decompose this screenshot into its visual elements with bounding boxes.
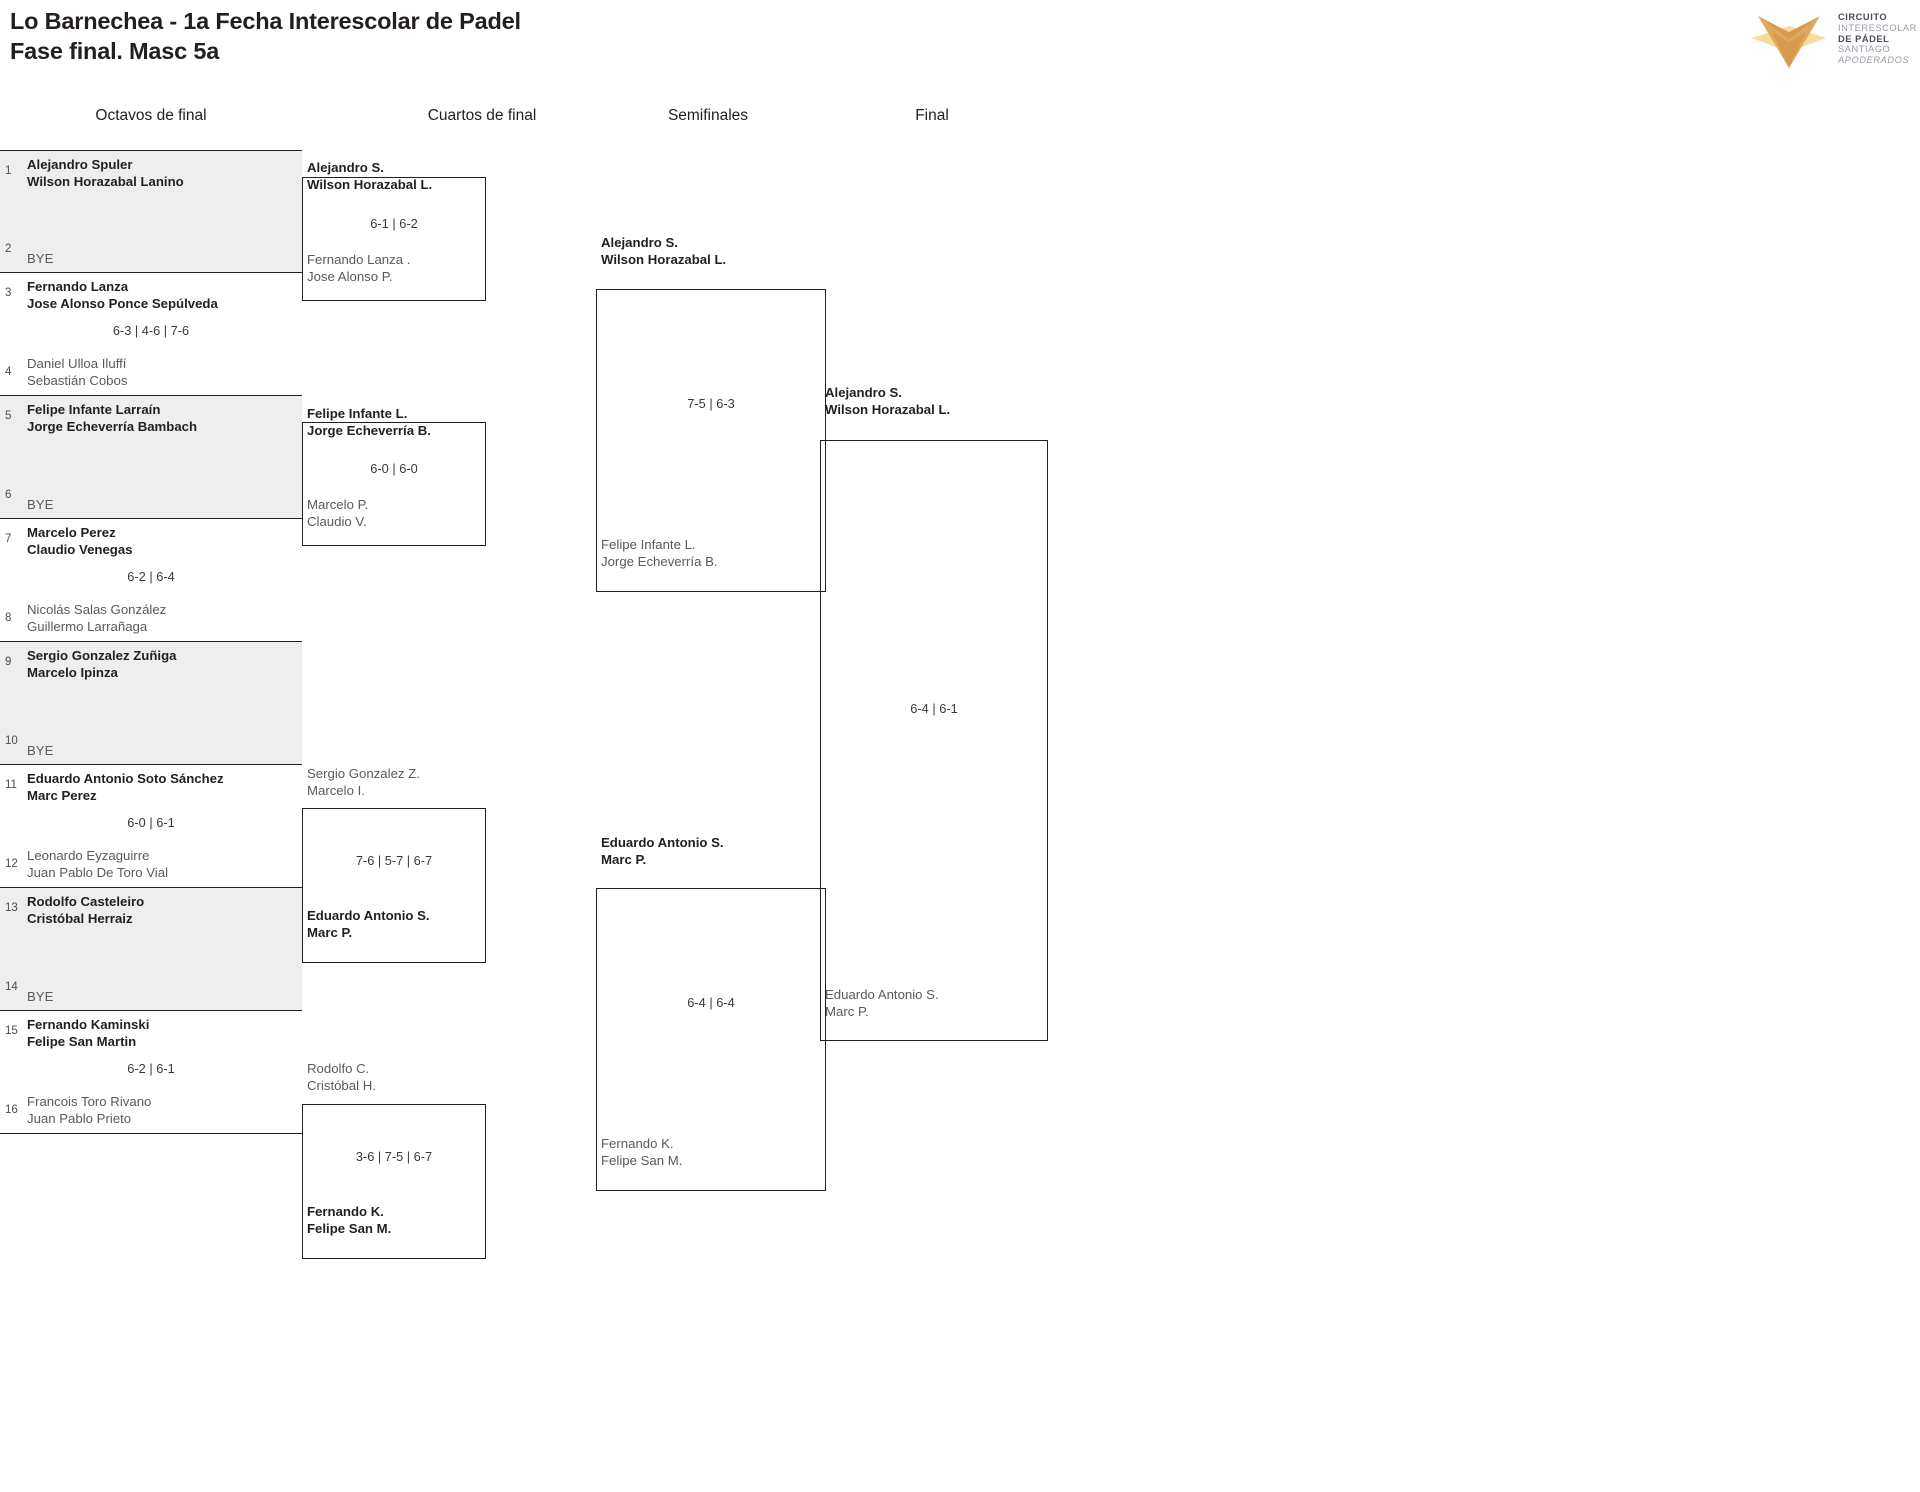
qf4-entry-top: Rodolfo C. Cristóbal H. bbox=[307, 1061, 376, 1093]
qf3-match-box[interactable]: 7-6 | 5-7 | 6-7 bbox=[302, 808, 486, 963]
sf1-score: 7-5 | 6-3 bbox=[687, 396, 735, 411]
circuito-fox-icon bbox=[1750, 6, 1828, 72]
final-entry-bottom: Eduardo Antonio S. Marc P. bbox=[825, 987, 939, 1019]
logo-line-3: DE PÁDEL bbox=[1838, 33, 1890, 44]
r1-match-8[interactable]: 15 Fernando Kaminski Felipe San Martin 6… bbox=[0, 1011, 302, 1134]
qf3-entry-bottom: Eduardo Antonio S. Marc P. bbox=[307, 908, 430, 940]
qf1-entry-top: Alejandro S. Wilson Horazabal L. bbox=[307, 160, 433, 192]
r1-entry-top: Eduardo Antonio Soto Sánchez Marc Perez bbox=[27, 771, 224, 803]
seed-number: 16 bbox=[5, 1104, 18, 1116]
r1-entry-top: Sergio Gonzalez Zuñiga Marcelo Ipinza bbox=[27, 648, 177, 680]
title-line-2: Fase final. Masc 5a bbox=[10, 38, 220, 64]
round-header-octavos: Octavos de final bbox=[95, 107, 207, 124]
r1-entry-top: Marcelo Perez Claudio Venegas bbox=[27, 525, 133, 557]
qf2-match-box[interactable]: 6-0 | 6-0 bbox=[302, 422, 486, 546]
r1-entry-bottom: Nicolás Salas González Guillermo Larraña… bbox=[27, 602, 167, 634]
seed-number: 3 bbox=[5, 287, 12, 299]
qf3-score: 7-6 | 5-7 | 6-7 bbox=[355, 853, 433, 868]
sf2-match-box[interactable]: 6-4 | 6-4 bbox=[596, 888, 826, 1191]
r1-match-1[interactable]: 1 Alejandro Spuler Wilson Horazabal Lani… bbox=[0, 150, 302, 273]
r1-entry-bottom: BYE bbox=[27, 497, 54, 512]
qf2-entry-bottom: Marcelo P. Claudio V. bbox=[307, 497, 369, 529]
r1-entry-bottom: BYE bbox=[27, 989, 54, 1004]
qf4-match-box[interactable]: 3-6 | 7-5 | 6-7 bbox=[302, 1104, 486, 1259]
page-title: Lo Barnechea - 1a Fecha Interescolar de … bbox=[10, 6, 521, 66]
seed-number: 10 bbox=[5, 735, 18, 747]
r1-score: 6-2 | 6-4 bbox=[127, 569, 175, 584]
seed-number: 7 bbox=[5, 533, 12, 545]
seed-number: 2 bbox=[5, 243, 12, 255]
r1-entry-bottom: Leonardo Eyzaguirre Juan Pablo De Toro V… bbox=[27, 848, 169, 880]
seed-number: 15 bbox=[5, 1025, 18, 1037]
qf2-score: 6-0 | 6-0 bbox=[370, 461, 418, 476]
sf2-score: 6-4 | 6-4 bbox=[687, 995, 735, 1010]
r1-match-6[interactable]: 11 Eduardo Antonio Soto Sánchez Marc Per… bbox=[0, 765, 302, 888]
logo-line-2: INTERESCOLAR bbox=[1838, 22, 1917, 33]
seed-number: 12 bbox=[5, 858, 18, 870]
seed-number: 8 bbox=[5, 612, 12, 624]
qf1-score: 6-1 | 6-2 bbox=[370, 216, 418, 231]
sf1-entry-bottom: Felipe Infante L. Jorge Echeverría B. bbox=[601, 537, 718, 569]
r1-score: 6-3 | 4-6 | 7-6 bbox=[112, 323, 190, 338]
r1-match-2[interactable]: 3 Fernando Lanza Jose Alonso Ponce Sepúl… bbox=[0, 273, 302, 396]
logo-line-5: APODERADOS bbox=[1838, 55, 1910, 66]
r1-entry-top: Alejandro Spuler Wilson Horazabal Lanino bbox=[27, 157, 184, 189]
logo-line-4: SANTIAGO bbox=[1838, 44, 1891, 55]
r1-match-7[interactable]: 13 Rodolfo Casteleiro Cristóbal Herraiz … bbox=[0, 888, 302, 1011]
sf1-entry-top: Alejandro S. Wilson Horazabal L. bbox=[601, 235, 727, 267]
seed-number: 4 bbox=[5, 366, 12, 378]
qf3-entry-top: Sergio Gonzalez Z. Marcelo I. bbox=[307, 766, 420, 798]
seed-number: 13 bbox=[5, 902, 18, 914]
r1-match-5[interactable]: 9 Sergio Gonzalez Zuñiga Marcelo Ipinza … bbox=[0, 642, 302, 765]
r1-entry-bottom: Francois Toro Rivano Juan Pablo Prieto bbox=[27, 1094, 152, 1126]
r1-score: 6-2 | 6-1 bbox=[127, 1061, 175, 1076]
brand-logo: CIRCUITO INTERESCOLAR DE PÁDEL SANTIAGO … bbox=[1750, 6, 1917, 72]
r1-entry-bottom: BYE bbox=[27, 743, 54, 758]
r1-entry-bottom: Daniel Ulloa Iluffí Sebastián Cobos bbox=[27, 356, 128, 388]
seed-number: 5 bbox=[5, 410, 12, 422]
r1-entry-top: Rodolfo Casteleiro Cristóbal Herraiz bbox=[27, 894, 145, 926]
seed-number: 6 bbox=[5, 489, 12, 501]
round-header-cuartos: Cuartos de final bbox=[427, 107, 537, 124]
qf1-match-box[interactable]: 6-1 | 6-2 bbox=[302, 177, 486, 301]
r1-match-3[interactable]: 5 Felipe Infante Larraín Jorge Echeverrí… bbox=[0, 396, 302, 519]
title-line-1: Lo Barnechea - 1a Fecha Interescolar de … bbox=[10, 8, 521, 34]
seed-number: 1 bbox=[5, 165, 12, 177]
seed-number: 14 bbox=[5, 981, 18, 993]
sf2-entry-top: Eduardo Antonio S. Marc P. bbox=[601, 835, 724, 867]
seed-number: 9 bbox=[5, 656, 12, 668]
r1-score: 6-0 | 6-1 bbox=[127, 815, 175, 830]
r1-entry-top: Felipe Infante Larraín Jorge Echeverría … bbox=[27, 402, 198, 434]
round-header-semifinales: Semifinales bbox=[667, 107, 749, 124]
sf2-entry-bottom: Fernando K. Felipe San M. bbox=[601, 1136, 683, 1168]
qf1-entry-bottom: Fernando Lanza . Jose Alonso P. bbox=[307, 252, 411, 284]
final-match-box[interactable]: 6-4 | 6-1 bbox=[820, 440, 1048, 1041]
r1-entry-top: Fernando Lanza Jose Alonso Ponce Sepúlve… bbox=[27, 279, 218, 311]
final-entry-top: Alejandro S. Wilson Horazabal L. bbox=[825, 385, 951, 417]
seed-number: 11 bbox=[5, 779, 17, 791]
r1-entry-bottom: BYE bbox=[27, 251, 54, 266]
round-octavos-column: 1 Alejandro Spuler Wilson Horazabal Lani… bbox=[0, 150, 302, 1134]
r1-entry-top: Fernando Kaminski Felipe San Martin bbox=[27, 1017, 150, 1049]
r1-match-4[interactable]: 7 Marcelo Perez Claudio Venegas 6-2 | 6-… bbox=[0, 519, 302, 642]
logo-wordmark: CIRCUITO INTERESCOLAR DE PÁDEL SANTIAGO … bbox=[1838, 12, 1917, 67]
round-header-final: Final bbox=[915, 107, 949, 124]
final-score: 6-4 | 6-1 bbox=[910, 701, 958, 716]
qf4-entry-bottom: Fernando K. Felipe San M. bbox=[307, 1204, 392, 1236]
qf2-entry-top: Felipe Infante L. Jorge Echeverría B. bbox=[307, 406, 431, 438]
logo-line-1: CIRCUITO bbox=[1838, 11, 1888, 22]
qf4-score: 3-6 | 7-5 | 6-7 bbox=[355, 1149, 433, 1164]
